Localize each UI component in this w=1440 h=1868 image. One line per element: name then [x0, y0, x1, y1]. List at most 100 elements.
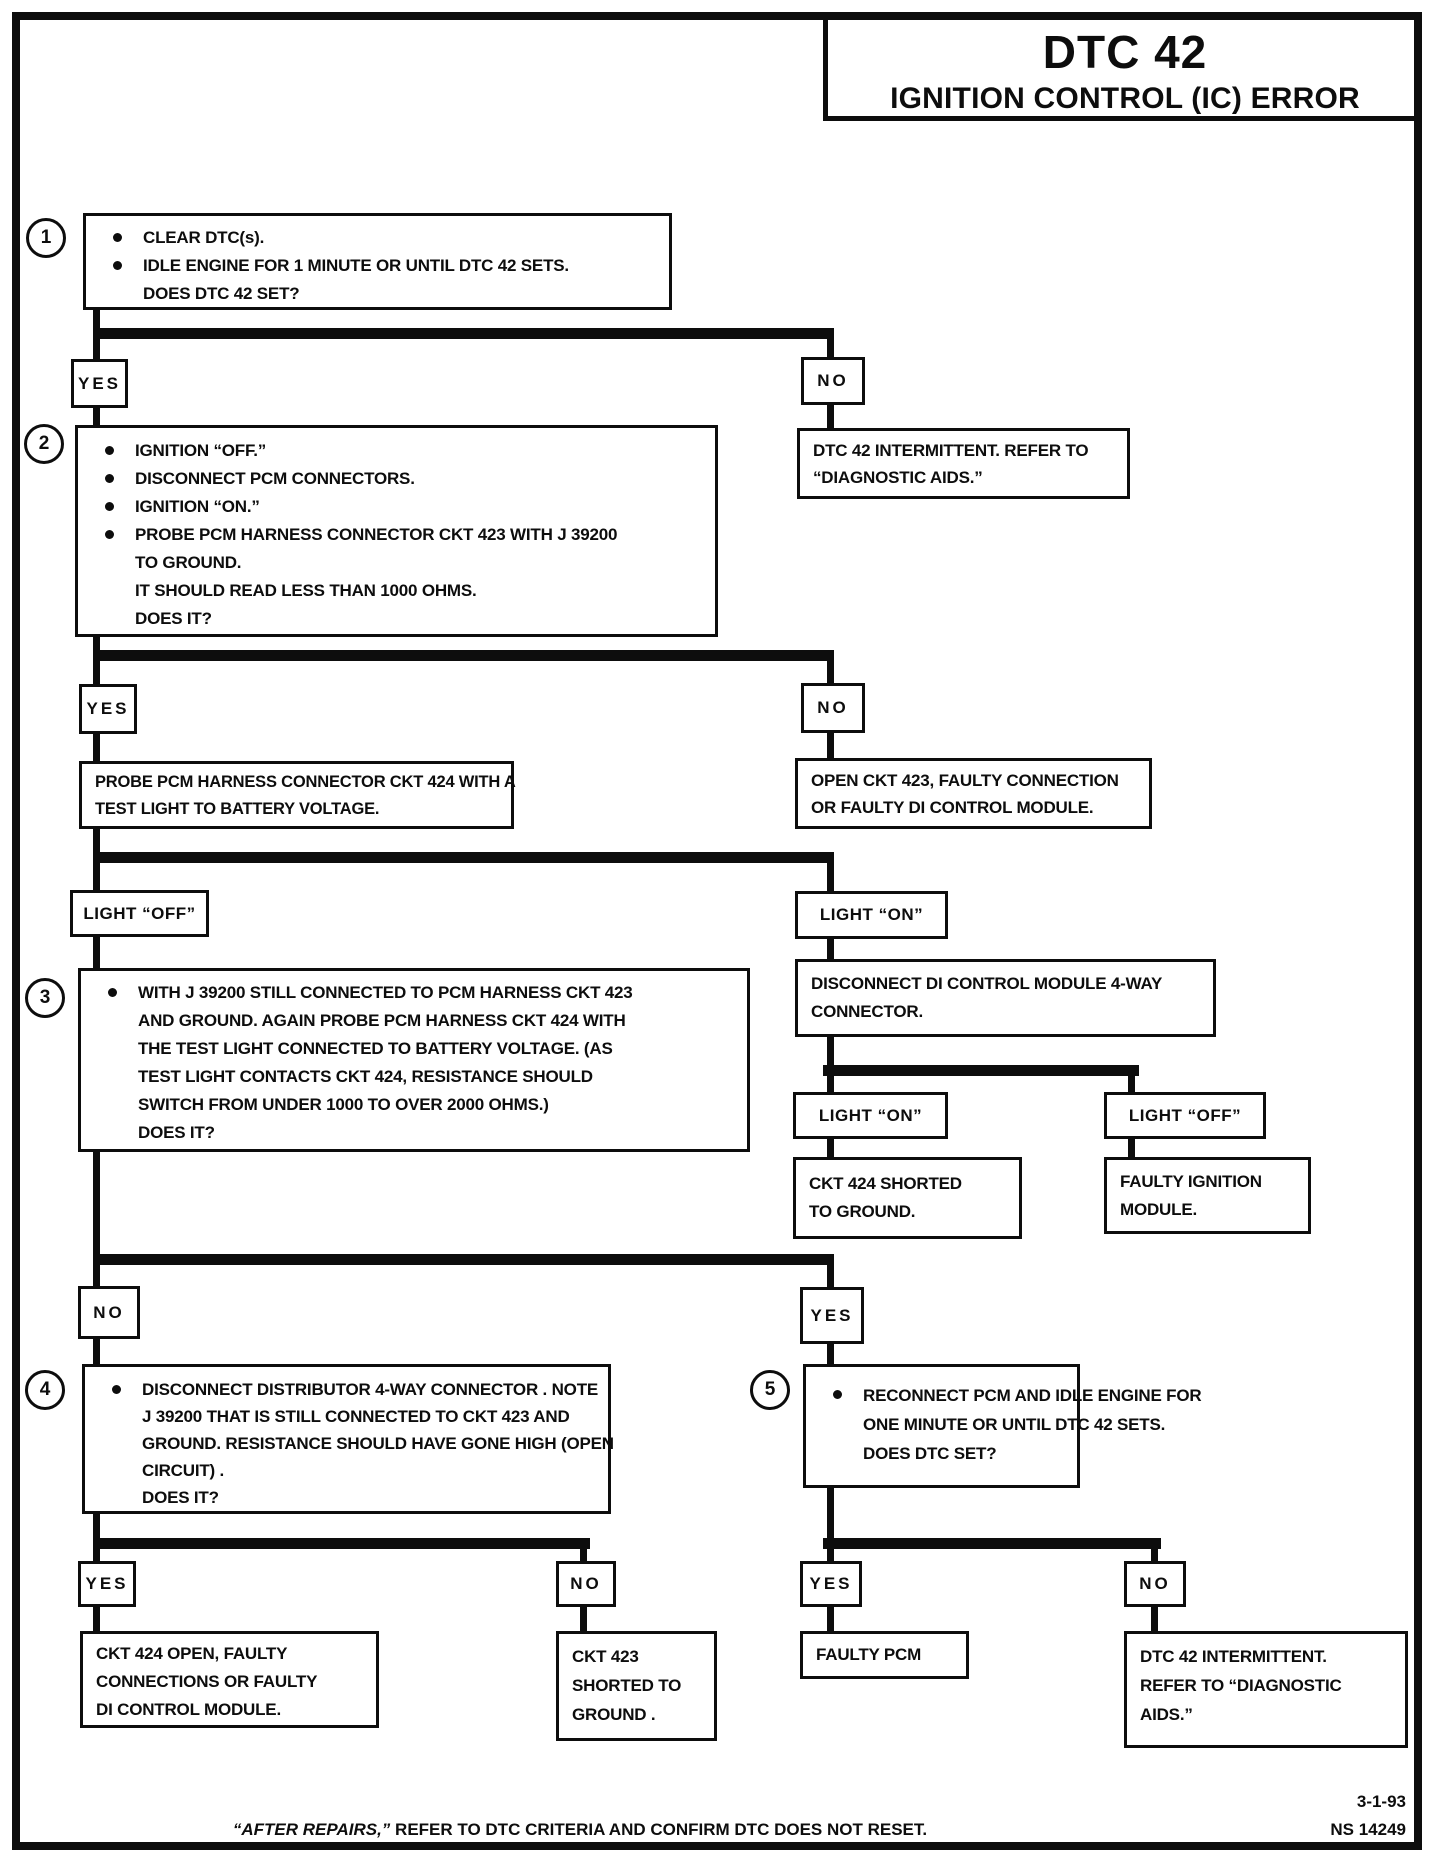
title-block: DTC 42 IGNITION CONTROL (IC) ERROR: [823, 20, 1422, 121]
result-ckt423-shorted: CKT 423 SHORTED TO GROUND .: [556, 1631, 717, 1741]
step-4-question: DOES IT?: [142, 1488, 219, 1507]
connector-bar: [93, 1538, 590, 1549]
connector-line: [93, 1265, 100, 1286]
decision-no-4: NO: [556, 1561, 616, 1607]
result-line: REFER TO “DIAGNOSTIC: [1140, 1676, 1342, 1695]
result-line: CKT 423: [572, 1647, 639, 1666]
connector-line: [1151, 1549, 1158, 1561]
result-line: DI CONTROL MODULE.: [96, 1700, 281, 1719]
connector-bar: [93, 328, 834, 339]
after-repairs-emphasis: “AFTER REPAIRS,”: [232, 1820, 391, 1839]
revision-date: 3-1-93: [1356, 1792, 1406, 1811]
decision-no-1: NO: [801, 357, 865, 405]
step-5-line: ONE MINUTE OR UNTIL DTC 42 SETS.: [863, 1415, 1166, 1434]
decision-light-on-1: LIGHT “ON”: [795, 891, 948, 939]
result-line: OPEN CKT 423, FAULTY CONNECTION: [811, 771, 1119, 790]
document-code: NS 14249: [1330, 1820, 1406, 1839]
connector-line: [827, 405, 834, 428]
connector-line: [827, 1488, 834, 1538]
after-repairs-text: REFER TO DTC CRITERIA AND CONFIRM DTC DO…: [395, 1820, 928, 1839]
result-dtc-intermittent-bottom: DTC 42 INTERMITTENT. REFER TO “DIAGNOSTI…: [1124, 1631, 1408, 1748]
step-2-question: DOES IT?: [135, 609, 212, 628]
step-number-4: 4: [25, 1370, 65, 1410]
step-4-line: CIRCUIT) .: [142, 1461, 225, 1480]
connector-line: [93, 863, 100, 890]
connector-line: [93, 637, 100, 650]
decision-light-on-2: LIGHT “ON”: [793, 1092, 948, 1139]
step-3-box: WITH J 39200 STILL CONNECTED TO PCM HARN…: [78, 968, 750, 1152]
revision-block: 3-1-93 NS 14249: [1266, 1788, 1406, 1844]
result-line: FAULTY IGNITION: [1120, 1172, 1262, 1191]
connector-line: [827, 733, 834, 758]
step-number-1: 1: [26, 218, 66, 258]
disconnect-line: DISCONNECT DI CONTROL MODULE 4-WAY: [811, 974, 1163, 993]
connector-line: [93, 308, 100, 328]
step-2-box: IGNITION “OFF.” DISCONNECT PCM CONNECTOR…: [75, 425, 718, 637]
disconnect-di-module-box: DISCONNECT DI CONTROL MODULE 4-WAY CONNE…: [795, 959, 1216, 1037]
connector-line: [827, 1607, 834, 1631]
step-5-question: DOES DTC SET?: [863, 1444, 997, 1463]
connector-line: [93, 408, 100, 425]
result-line: DTC 42 INTERMITTENT. REFER TO: [813, 441, 1089, 460]
result-line: CKT 424 SHORTED: [809, 1174, 962, 1193]
result-line: DTC 42 INTERMITTENT.: [1140, 1647, 1327, 1666]
decision-yes-4: YES: [78, 1561, 136, 1607]
decision-no-3: NO: [78, 1286, 140, 1339]
step-number-2-label: 2: [38, 433, 50, 454]
step-number-3: 3: [25, 978, 65, 1018]
connector-bar: [823, 1065, 1139, 1076]
connector-line: [1128, 1139, 1135, 1157]
probe-ckt424-box: PROBE PCM HARNESS CONNECTOR CKT 424 WITH…: [79, 761, 516, 829]
step-2-line: TO GROUND.: [135, 553, 242, 572]
step-4-line: GROUND. RESISTANCE SHOULD HAVE GONE HIGH…: [142, 1434, 614, 1453]
decision-light-off-2: LIGHT “OFF”: [1104, 1092, 1266, 1139]
connector-bar: [93, 852, 834, 863]
step-2-line: PROBE PCM HARNESS CONNECTOR CKT 423 WITH…: [78, 521, 715, 549]
step-3-line: TEST LIGHT CONTACTS CKT 424, RESISTANCE …: [138, 1067, 593, 1086]
result-line: “DIAGNOSTIC AIDS.”: [813, 468, 983, 487]
step-number-5: 5: [750, 1370, 790, 1410]
step-number-5-label: 5: [764, 1379, 776, 1400]
step-4-line: DISCONNECT DISTRIBUTOR 4-WAY CONNECTOR .…: [85, 1376, 608, 1403]
connector-line: [93, 829, 100, 852]
step-2-line: IGNITION “ON.”: [78, 493, 715, 521]
step-4-line: J 39200 THAT IS STILL CONNECTED TO CKT 4…: [142, 1407, 570, 1426]
step-number-4-label: 4: [39, 1379, 51, 1400]
connector-line: [93, 1339, 100, 1364]
disconnect-line: CONNECTOR.: [811, 1002, 923, 1021]
step-number-1-label: 1: [40, 227, 52, 248]
after-repairs-note: “AFTER REPAIRS,” REFER TO DTC CRITERIA A…: [120, 1820, 1040, 1840]
step-1-line: IDLE ENGINE FOR 1 MINUTE OR UNTIL DTC 42…: [86, 252, 669, 280]
probe-line: TEST LIGHT TO BATTERY VOLTAGE.: [95, 800, 380, 818]
result-ckt424-shorted: CKT 424 SHORTED TO GROUND.: [793, 1157, 1022, 1239]
connector-line: [827, 339, 834, 357]
decision-yes-5: YES: [800, 1561, 862, 1607]
connector-line: [827, 1139, 834, 1157]
connector-line: [827, 1037, 834, 1065]
result-faulty-pcm: FAULTY PCM: [800, 1631, 969, 1679]
page-subtitle: IGNITION CONTROL (IC) ERROR: [890, 82, 1360, 115]
connector-line: [93, 937, 100, 968]
step-5-line: RECONNECT PCM AND IDLE ENGINE FOR: [806, 1381, 1202, 1410]
decision-no-2: NO: [801, 683, 865, 733]
connector-line: [1128, 1076, 1135, 1092]
step-1-question: DOES DTC 42 SET?: [143, 284, 300, 303]
connector-line: [580, 1607, 587, 1631]
probe-line: PROBE PCM HARNESS CONNECTOR CKT 424 WITH…: [95, 773, 516, 791]
connector-line: [827, 1549, 834, 1561]
decision-yes-2: YES: [79, 684, 137, 734]
result-line: OR FAULTY DI CONTROL MODULE.: [811, 798, 1094, 817]
step-3-line: AND GROUND. AGAIN PROBE PCM HARNESS CKT …: [138, 1011, 626, 1030]
connector-line: [93, 1152, 100, 1254]
result-open-ckt423: OPEN CKT 423, FAULTY CONNECTION OR FAULT…: [795, 758, 1152, 829]
connector-line: [827, 661, 834, 683]
connector-line: [93, 1549, 100, 1561]
result-faulty-ignition-module: FAULTY IGNITION MODULE.: [1104, 1157, 1311, 1234]
result-line: CKT 424 OPEN, FAULTY: [96, 1644, 288, 1663]
connector-line: [827, 863, 834, 891]
connector-bar: [93, 650, 834, 661]
result-ckt424-open: CKT 424 OPEN, FAULTY CONNECTIONS OR FAUL…: [80, 1631, 379, 1728]
result-line: FAULTY PCM: [816, 1645, 922, 1664]
step-number-3-label: 3: [39, 987, 51, 1008]
decision-no-5: NO: [1124, 1561, 1186, 1607]
